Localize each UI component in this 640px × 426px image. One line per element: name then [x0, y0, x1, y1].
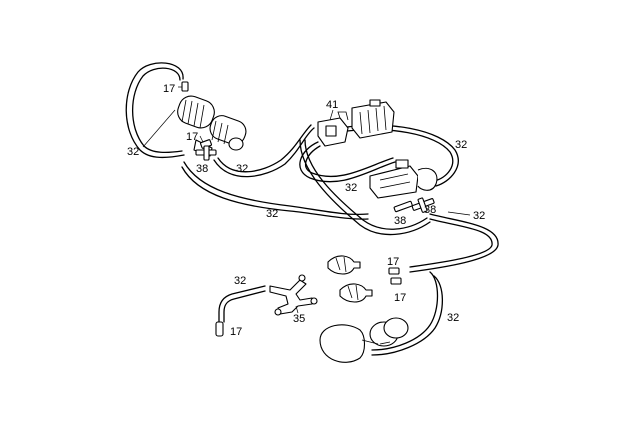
connector-38-left	[195, 145, 217, 161]
fitting-17-bottom-b	[390, 277, 402, 285]
hose-bottom-left-elbow-inner	[223, 290, 266, 323]
label-32-right-mid: 32	[473, 210, 485, 222]
leader-41	[329, 109, 334, 121]
label-38-right-b: 38	[424, 204, 436, 216]
hose-down-to-reservoir	[371, 271, 439, 351]
hose-right-run	[409, 213, 499, 273]
hose-center-long	[299, 139, 431, 236]
hose-left-loop-inner	[132, 67, 183, 154]
hose-upper-cross-inner	[217, 124, 312, 173]
label-32-bottom-right: 32	[447, 312, 459, 324]
hose-down-to-reservoir-inner	[371, 275, 444, 356]
vacuum-reservoir	[319, 317, 409, 363]
label-32-center: 32	[345, 182, 357, 194]
label-35: 35	[293, 313, 305, 325]
label-32-bottom-left: 32	[234, 275, 246, 287]
leader-32-left	[142, 109, 176, 148]
label-38-left: 38	[196, 163, 208, 175]
y-connector-35	[269, 274, 318, 316]
leader-32-right-mid	[447, 211, 471, 216]
hose-upper-cross	[213, 127, 315, 178]
valve-41	[317, 111, 349, 147]
label-17-bottom-mid-a: 17	[387, 256, 399, 268]
solenoid-block	[351, 99, 395, 139]
leader-35	[295, 305, 299, 314]
fitting-17-bottom-a	[388, 267, 400, 275]
hose-41-down-loop	[299, 141, 396, 183]
label-32-mid-lower: 32	[266, 208, 278, 220]
label-38-right-a: 38	[394, 215, 406, 227]
label-17-bottom-mid-b: 17	[394, 292, 406, 304]
connector-38-right-a	[393, 200, 413, 213]
check-valve-lower	[339, 283, 373, 303]
check-valve-upper	[327, 255, 361, 275]
fitting-17-top	[181, 81, 189, 92]
label-17-top: 17	[163, 83, 175, 95]
hose-41-down-loop-inner	[304, 145, 394, 178]
vacuum-pump-left	[177, 95, 247, 157]
valve-right-unit	[369, 159, 438, 199]
label-32-mid-upper: 32	[236, 163, 248, 175]
hose-center-long-inner	[304, 139, 428, 230]
label-17-mid: 17	[186, 131, 198, 143]
label-17-bottom-left: 17	[230, 326, 242, 338]
connector-38-right-b	[411, 197, 435, 213]
hose-left-loop	[125, 62, 185, 159]
hose-left-lower-run-inner	[181, 166, 369, 220]
label-41: 41	[326, 99, 338, 111]
label-32-left: 32	[127, 146, 139, 158]
hose-right-run-inner	[409, 218, 493, 268]
hose-bottom-left-elbow	[218, 285, 266, 323]
label-32-right-top: 32	[455, 139, 467, 151]
leader-17-mid	[199, 135, 204, 143]
fitting-17-bottom-left	[215, 321, 224, 337]
hose-left-lower-run	[183, 161, 369, 216]
